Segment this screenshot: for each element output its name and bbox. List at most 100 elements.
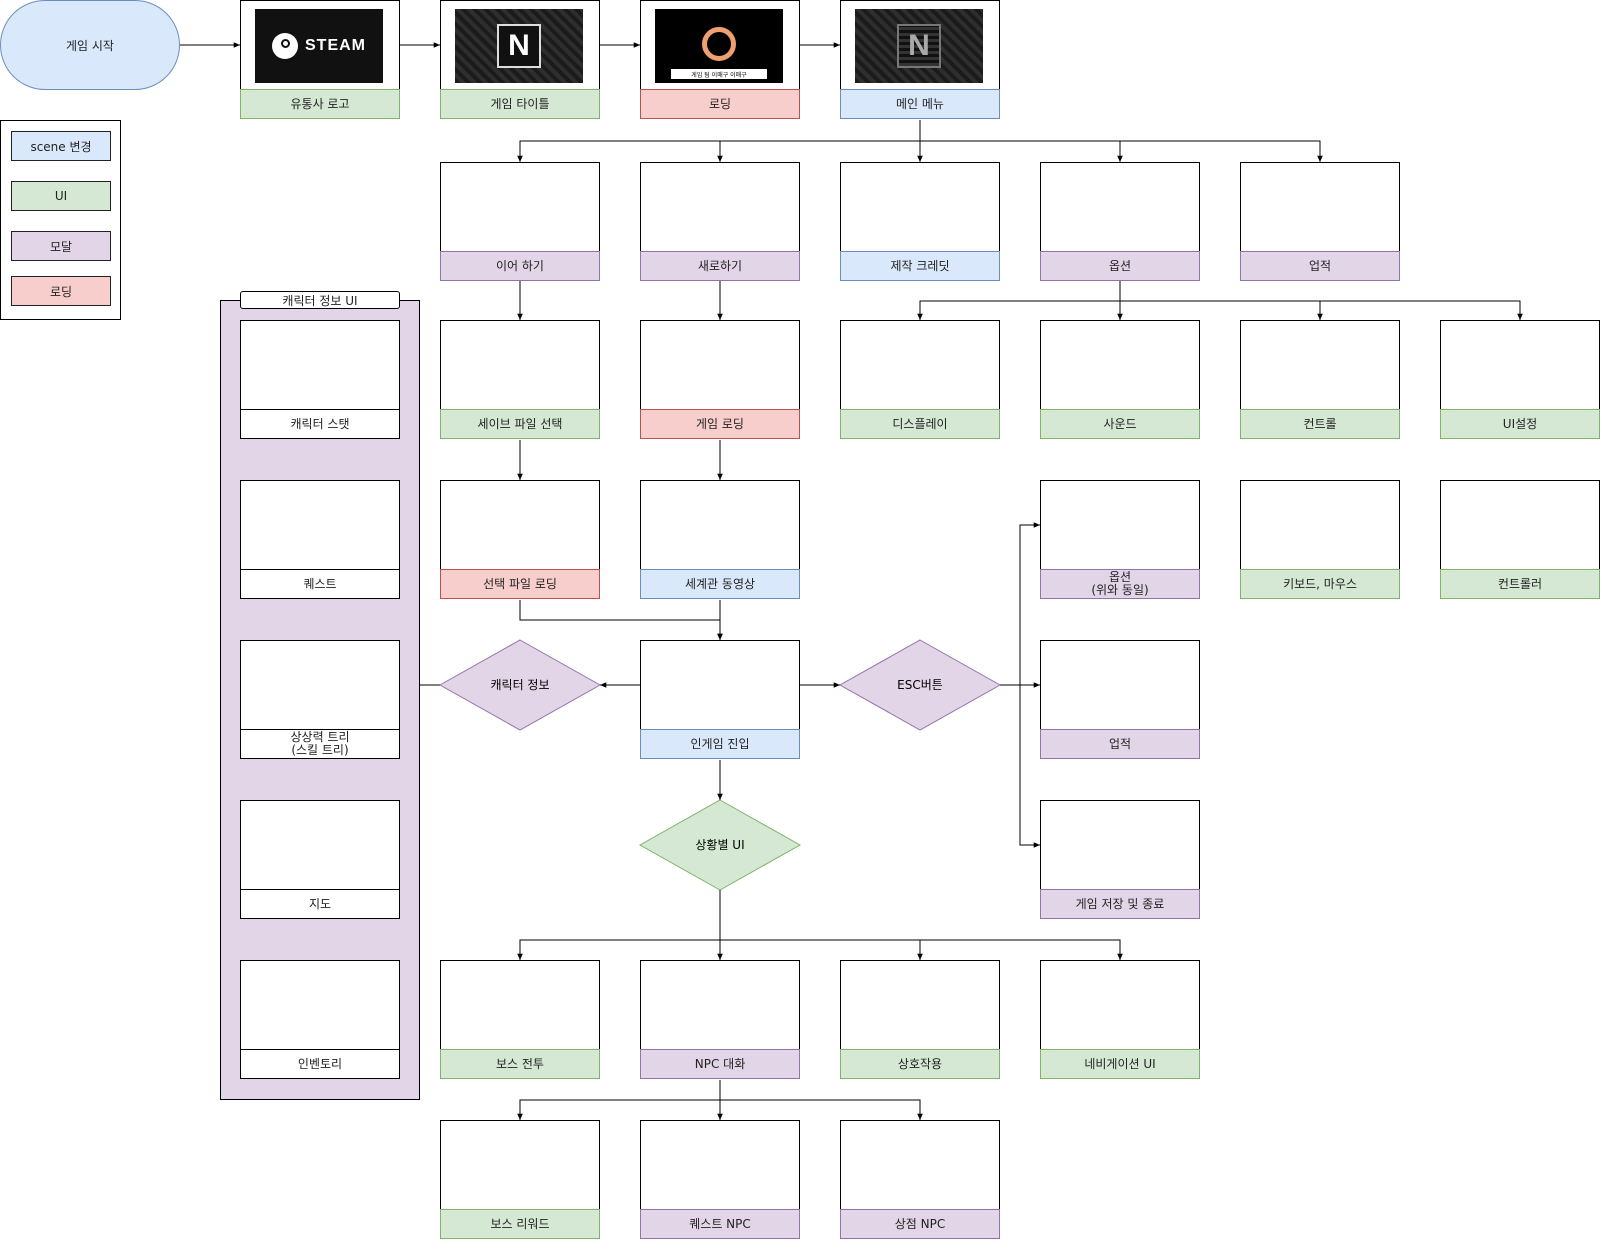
situation-2-label: 상호작용 [840, 1049, 1000, 1079]
start-node-label: 게임 시작 [66, 38, 114, 53]
world-video-preview [640, 480, 800, 570]
start-node: 게임 시작 [0, 0, 180, 90]
esc-options-label: 옵션 (위와 동일) [1040, 569, 1200, 599]
main-menu-3-label: 옵션 [1040, 251, 1200, 281]
situation-0-label: 보스 전투 [440, 1049, 600, 1079]
esc-label: ESC버튼 [897, 678, 943, 692]
connector [720, 939, 923, 960]
legend-loading: 로딩 [11, 276, 111, 306]
save-select-label: 세이브 파일 선택 [440, 409, 600, 439]
main-menu-2-preview [840, 162, 1000, 252]
top-2-label: 로딩 [640, 89, 800, 119]
top-1-preview: N [440, 0, 600, 90]
situation-3-preview [1040, 960, 1200, 1050]
option-2-preview [1240, 320, 1400, 410]
top-3-preview: N [840, 0, 1000, 90]
legend-modal: 모달 [11, 231, 111, 261]
legend-label: 로딩 [49, 284, 73, 299]
controller-label: 컨트롤러 [1440, 569, 1600, 599]
ingame-preview [640, 640, 800, 730]
world-video-label: 세계관 동영상 [640, 569, 800, 599]
situation-1-label: NPC 대화 [640, 1049, 800, 1079]
option-0-preview [840, 320, 1000, 410]
connector [1120, 140, 1323, 162]
main-menu-3-preview [1040, 162, 1200, 252]
char-item-3-preview [240, 800, 400, 890]
npc-sub-0-preview [440, 1120, 600, 1210]
esc-diamond [838, 639, 1002, 731]
top-0-label: 유통사 로고 [240, 89, 400, 119]
connector [920, 140, 1123, 162]
steam-icon [272, 33, 298, 59]
main-menu-1-label: 새로하기 [640, 251, 800, 281]
legend-scene-change: scene 변경 [11, 131, 111, 161]
option-3-preview [1440, 320, 1600, 410]
legend-label: scene 변경 [30, 139, 92, 154]
loading-screen-image: 게임 팀 이매구 이매구 [655, 9, 783, 83]
connector [1000, 522, 1040, 686]
npc-sub-2-preview [840, 1120, 1000, 1210]
char-item-3-label: 지도 [240, 889, 400, 919]
selected-file-loading-preview [440, 480, 600, 570]
char-item-0-label: 캐릭터 스탯 [240, 409, 400, 439]
top-1-label: 게임 타이틀 [440, 89, 600, 119]
selected-file-loading-label: 선택 파일 로딩 [440, 569, 600, 599]
connector [1120, 300, 1323, 320]
main-menu-2-label: 제작 크레딧 [840, 251, 1000, 281]
esc-achievements-preview [1040, 640, 1200, 730]
top-0-preview: STEAM [240, 0, 400, 90]
connector [920, 939, 1123, 960]
char-item-2-label: 상상력 트리 (스킬 트리) [240, 729, 400, 759]
option-0-label: 디스플레이 [840, 409, 1000, 439]
keyboard-mouse-label: 키보드, 마우스 [1240, 569, 1400, 599]
connector [720, 1099, 923, 1120]
legend: scene 변경 UI 모달 로딩 [0, 120, 121, 320]
char-item-4-label: 인벤토리 [240, 1049, 400, 1079]
situation-3-label: 네비게이션 UI [1040, 1049, 1200, 1079]
npc-sub-0-label: 보스 리워드 [440, 1209, 600, 1239]
char-info-diamond [438, 639, 602, 731]
esc-achievements-label: 업적 [1040, 729, 1200, 759]
game-logo-image: N [855, 9, 983, 83]
char-item-4-preview [240, 960, 400, 1050]
situation-2-preview [840, 960, 1000, 1050]
game-loading-preview [640, 320, 800, 410]
npc-sub-2-label: 상점 NPC [840, 1209, 1000, 1239]
ingame-label: 인게임 진입 [640, 729, 800, 759]
controller-preview [1440, 480, 1600, 570]
steam-logo: STEAM [255, 9, 383, 83]
npc-sub-1-preview [640, 1120, 800, 1210]
top-3-label: 메인 메뉴 [840, 89, 1000, 119]
legend-label: UI [54, 189, 68, 203]
char-item-1-label: 퀘스트 [240, 569, 400, 599]
situation-0-preview [440, 960, 600, 1050]
char-item-0-preview [240, 320, 400, 410]
connector [517, 890, 721, 960]
game-logo: N [855, 9, 983, 83]
save-select-preview [440, 320, 600, 410]
option-3-label: UI설정 [1440, 409, 1600, 439]
main-menu-0-label: 이어 하기 [440, 251, 600, 281]
esc-save-quit-label: 게임 저장 및 종료 [1040, 889, 1200, 919]
npc-sub-1-label: 퀘스트 NPC [640, 1209, 800, 1239]
option-2-label: 컨트롤 [1240, 409, 1400, 439]
character-info-group-title: 캐릭터 정보 UI [240, 291, 400, 309]
connector [1320, 300, 1523, 320]
legend-ui: UI [11, 181, 111, 211]
main-menu-1-preview [640, 162, 800, 252]
char-item-1-preview [240, 480, 400, 570]
connector [517, 1080, 721, 1120]
connector [917, 281, 1121, 320]
situation-label: 상황별 UI [695, 838, 744, 852]
option-1-preview [1040, 320, 1200, 410]
main-menu-4-label: 업적 [1240, 251, 1400, 281]
keyboard-mouse-preview [1240, 480, 1400, 570]
main-menu-0-preview [440, 162, 600, 252]
main-menu-4-preview [1240, 162, 1400, 252]
esc-options-preview [1040, 480, 1200, 570]
loading-screen: 게임 팀 이매구 이매구 [655, 9, 783, 83]
char-item-2-preview [240, 640, 400, 730]
connector [519, 600, 723, 640]
